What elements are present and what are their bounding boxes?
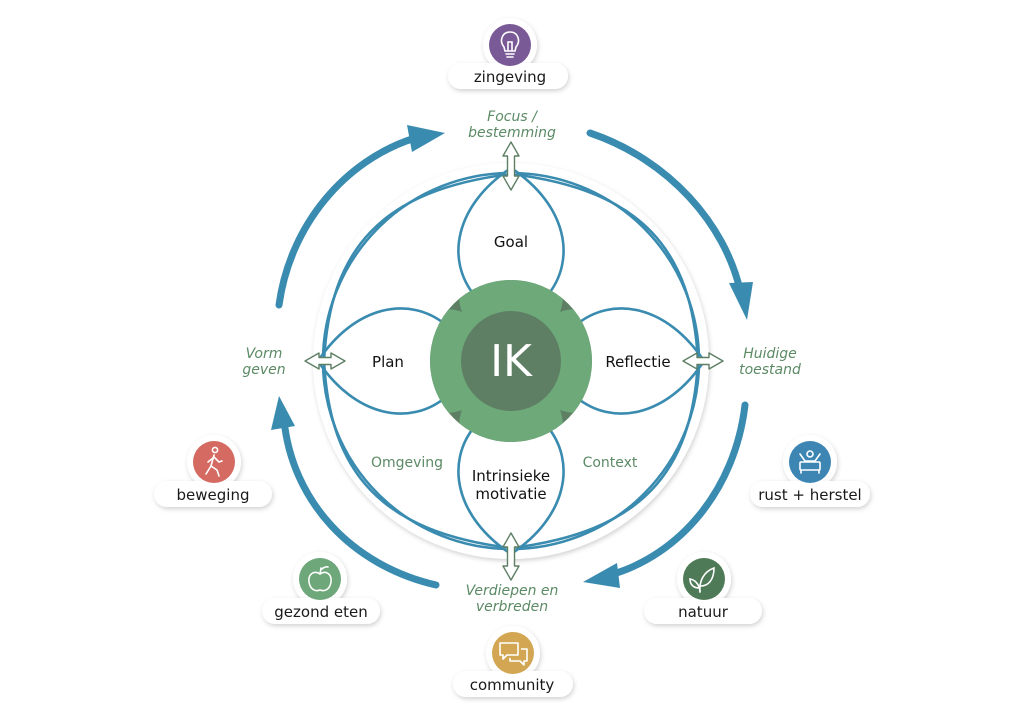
badge-circle-gezond-eten [299, 558, 341, 600]
double-arrow-bottom-icon [502, 532, 520, 581]
badge-gezond-eten: gezond eten [262, 552, 380, 624]
apple-icon [308, 566, 332, 592]
speech-bubbles-icon [499, 642, 528, 666]
leaf-icon [689, 566, 715, 593]
badges: zingeving rust + herstel [154, 18, 870, 697]
badge-rust-herstel: rust + herstel [750, 435, 870, 507]
badge-label-community: community [470, 676, 555, 694]
double-arrow-right-icon [682, 352, 724, 370]
double-arrow-left-icon [304, 352, 346, 370]
double-arrow-top-icon [502, 141, 520, 191]
arrowhead-bottom-right-icon [583, 563, 620, 588]
badge-circle-zingeving [489, 24, 531, 66]
center-label: IK [490, 336, 533, 387]
petal-label-reflectie: Reflectie [605, 353, 670, 371]
label-context: Context [583, 455, 638, 471]
cycle-arc-bottom-left [280, 416, 440, 589]
double-arrows [304, 141, 724, 581]
cycle-label-focus-2: bestemming [468, 125, 556, 141]
cycle-arrowheads [271, 125, 753, 588]
arrowhead-bottom-left-icon [271, 396, 295, 430]
arrowhead-top-left-icon [407, 125, 445, 152]
center-circle [430, 280, 592, 442]
cycle-arc-top-left [275, 134, 419, 309]
petal-label-motivatie-1: Intrinsieke [472, 467, 550, 485]
cycle-label-huidige-1: Huidige [743, 346, 797, 362]
arrowhead-top-right-icon [729, 282, 753, 320]
lightbulb-icon [500, 31, 520, 58]
cycle-label-focus-1: Focus / [487, 109, 538, 125]
cycle-label-vorm-2: geven [242, 362, 285, 378]
badge-label-zingeving: zingeving [474, 68, 546, 86]
bed-icon [799, 450, 821, 474]
cycle-arc-top-right [586, 129, 744, 294]
badge-label-natuur: natuur [678, 603, 729, 621]
cycle-arc-bottom-right [606, 401, 749, 579]
petal-label-goal: Goal [494, 233, 528, 251]
badge-beweging: beweging [154, 435, 272, 507]
petal-label-motivatie-2: motivatie [475, 485, 546, 503]
badge-natuur: natuur [644, 552, 762, 624]
cycle-label-huidige-2: toestand [739, 362, 801, 378]
petal-label-plan: Plan [372, 353, 404, 371]
badge-label-beweging: beweging [177, 486, 250, 504]
badge-label-gezond-eten: gezond eten [274, 603, 367, 621]
connector-arcs [322, 172, 700, 550]
cycle-label-vorm-1: Vorm [246, 346, 283, 362]
badge-label-rust-herstel: rust + herstel [758, 486, 861, 504]
label-omgeving: Omgeving [371, 455, 443, 471]
badge-zingeving: zingeving [448, 18, 568, 89]
badge-community: community [453, 626, 573, 697]
cycle-label-verdiepen-2: verbreden [476, 599, 548, 615]
cycle-label-verdiepen-1: Verdiepen en [466, 583, 559, 599]
walking-person-icon [205, 446, 223, 477]
cycle-arrows [275, 129, 749, 589]
badge-circle-beweging [193, 441, 235, 483]
